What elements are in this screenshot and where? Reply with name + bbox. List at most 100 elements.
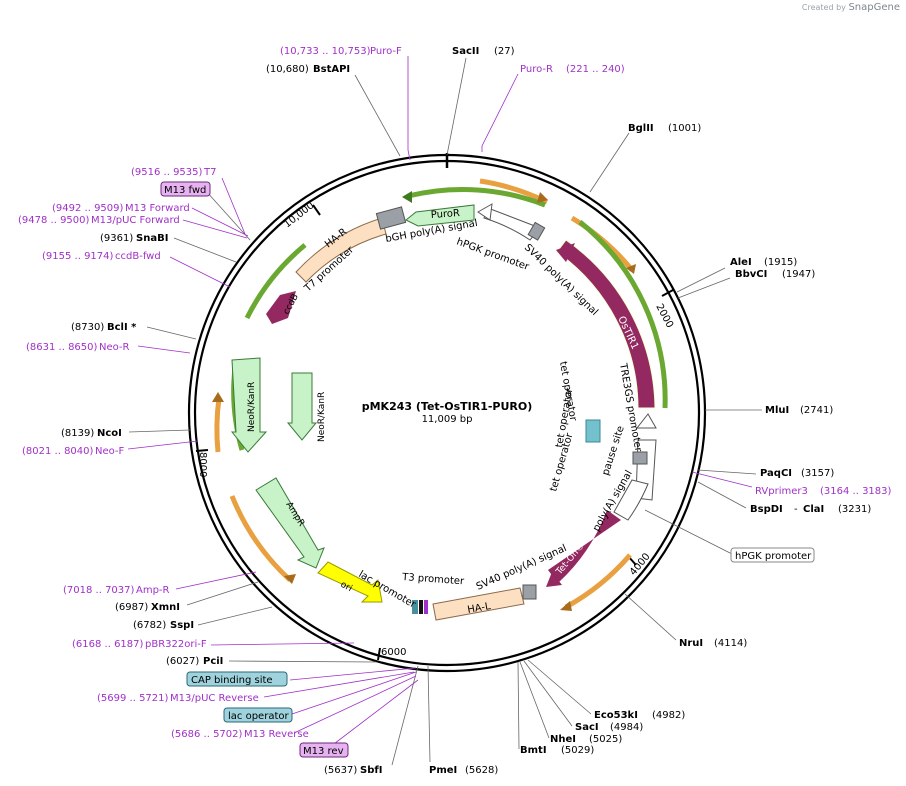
neo-f-name[interactable]: Neo-F [95,446,125,457]
bglii-pos: (1001) [668,123,701,134]
m13-fwd-name[interactable]: M13 Forward [125,203,190,214]
m13-rev-name[interactable]: M13 Reverse [244,729,309,740]
ha-r-feature[interactable] [295,217,387,283]
m13-rev-box[interactable] [299,742,349,758]
tick-6000 [377,647,381,661]
green-arc-puro [407,186,546,208]
ori-feature[interactable] [317,561,383,603]
neo-r-name[interactable]: Neo-R [99,342,130,353]
tick-label-10000: 10,000 [282,200,316,230]
sbfi-name[interactable]: SbfI [360,765,382,776]
neokan-outer-feature[interactable] [230,357,268,453]
pcii-name[interactable]: PciI [203,656,223,667]
leader-sacii [446,57,467,156]
alei-pos: (1915) [764,257,797,268]
m13puc-rev-name[interactable]: M13/pUC Reverse [170,693,259,704]
bmti-name[interactable]: BmtI [520,745,547,756]
m13puc-fwd-name[interactable]: M13/pUC Forward [91,215,180,226]
pause-site-label: pause site [600,425,626,477]
tet-operator-box [585,419,601,443]
leader-nrui [624,593,677,641]
m13-fwd-box-label: M13 fwd [164,185,206,196]
m13-fwd-pos: (9492 .. 9509) [52,203,124,214]
pmei-name[interactable]: PmeI [429,765,457,776]
lac-feature-box [412,600,418,614]
leader-m13puc-fwd [182,219,248,239]
amp-r-name[interactable]: Amp-R [136,585,170,596]
sspi-name[interactable]: SspI [170,620,194,631]
bstapi-pos: (10,680) [266,64,309,75]
bcli-name[interactable]: BclI * [107,322,137,333]
sv40-polya-box-bottom [522,584,537,600]
rvprimer3-pos: (3164 .. 3183) [820,486,892,497]
m13-fwd-box[interactable] [160,181,211,197]
puror-feature[interactable] [405,204,475,227]
ha-l-feature[interactable] [432,587,525,621]
puro-r-name[interactable]: Puro-R [520,64,553,75]
paqci-name[interactable]: PaqCI [760,468,792,479]
m13-rev-pos: (5686 .. 5702) [171,729,243,740]
nhei-name[interactable]: NheI [550,734,576,745]
ampr-feature[interactable] [255,477,325,569]
clai-name[interactable]: ClaI [803,504,824,515]
leader-eco53ki [527,659,592,715]
alei-name[interactable]: AleI [730,257,752,268]
mlui-name[interactable]: MluI [765,405,789,416]
bspdi-pos: (3231) [838,504,871,515]
hpgk-top-arrow [477,203,493,221]
teton-feature[interactable] [548,510,621,583]
leader-rvprimer3 [691,471,753,488]
orange-arc-neo [214,397,222,453]
ori-label: ori [339,580,354,594]
eco53ki-name[interactable]: Eco53kI [594,710,638,721]
ncoi-pos: (8139) [61,428,94,439]
tick-10000 [312,204,321,216]
hpgk-box[interactable] [730,547,815,563]
bglii-name[interactable]: BglII [628,123,654,134]
tick-label-2000: 2000 [653,302,675,330]
leader-pcii [228,660,377,663]
m13-rev-box-label: M13 rev [303,746,344,757]
rvprimer3-name[interactable]: RVprimer3 [755,486,808,497]
lac-operator-label: lac operator [228,711,289,722]
arrow-ostir-orange [626,264,636,274]
tet-operator-label-3: tet operator [548,431,575,493]
arrow-amp-orange [284,574,296,584]
nrui-name[interactable]: NruI [679,638,703,649]
ncoi-name[interactable]: NcoI [97,428,122,439]
pbr322-name[interactable]: pBR322ori-F [145,639,207,650]
teton-arrowhead [546,572,562,587]
bbvci-name[interactable]: BbvCI [735,269,767,280]
primer-leader-lines [127,56,753,751]
leader-bmti [517,661,520,750]
bcli-pos: (8730) [71,322,104,333]
cap-site-box[interactable] [186,671,288,687]
amp-r-pos: (7018 .. 7037) [63,585,135,596]
ccdb-feature[interactable] [266,291,296,324]
lac-operator-box[interactable] [223,707,293,723]
leader-lac-op [291,671,417,715]
bstapi-name[interactable]: BstAPI [313,64,350,75]
leader-neo-r [137,345,191,354]
neokan-inner-feature[interactable] [286,372,318,441]
xmni-name[interactable]: XmnI [151,602,180,613]
puro-f-name[interactable]: Puro-F [370,46,402,57]
leader-lines [128,57,762,766]
sv40-polya-box-top [527,221,546,241]
leader-bcli [146,326,197,340]
snabi-name[interactable]: SnaBI [136,233,168,244]
t7-name[interactable]: T7 [203,167,216,178]
cap-site-label: CAP binding site [191,675,273,686]
leader-ccdb-fwd [169,256,231,288]
bspdi-name[interactable]: BspDI [750,504,783,515]
leader-bbvci [677,277,731,299]
sacii-name[interactable]: SacII [452,46,479,57]
m13-primer-box [424,600,428,614]
plasmid-size: 11,009 bp [422,414,473,425]
saci-name[interactable]: SacI [575,722,599,733]
polya-feature[interactable] [613,479,649,521]
arrow-puro-orange [537,192,548,203]
snabi-pos: (9361) [100,233,133,244]
ccdb-fwd-name[interactable]: ccdB-fwd [115,251,161,262]
